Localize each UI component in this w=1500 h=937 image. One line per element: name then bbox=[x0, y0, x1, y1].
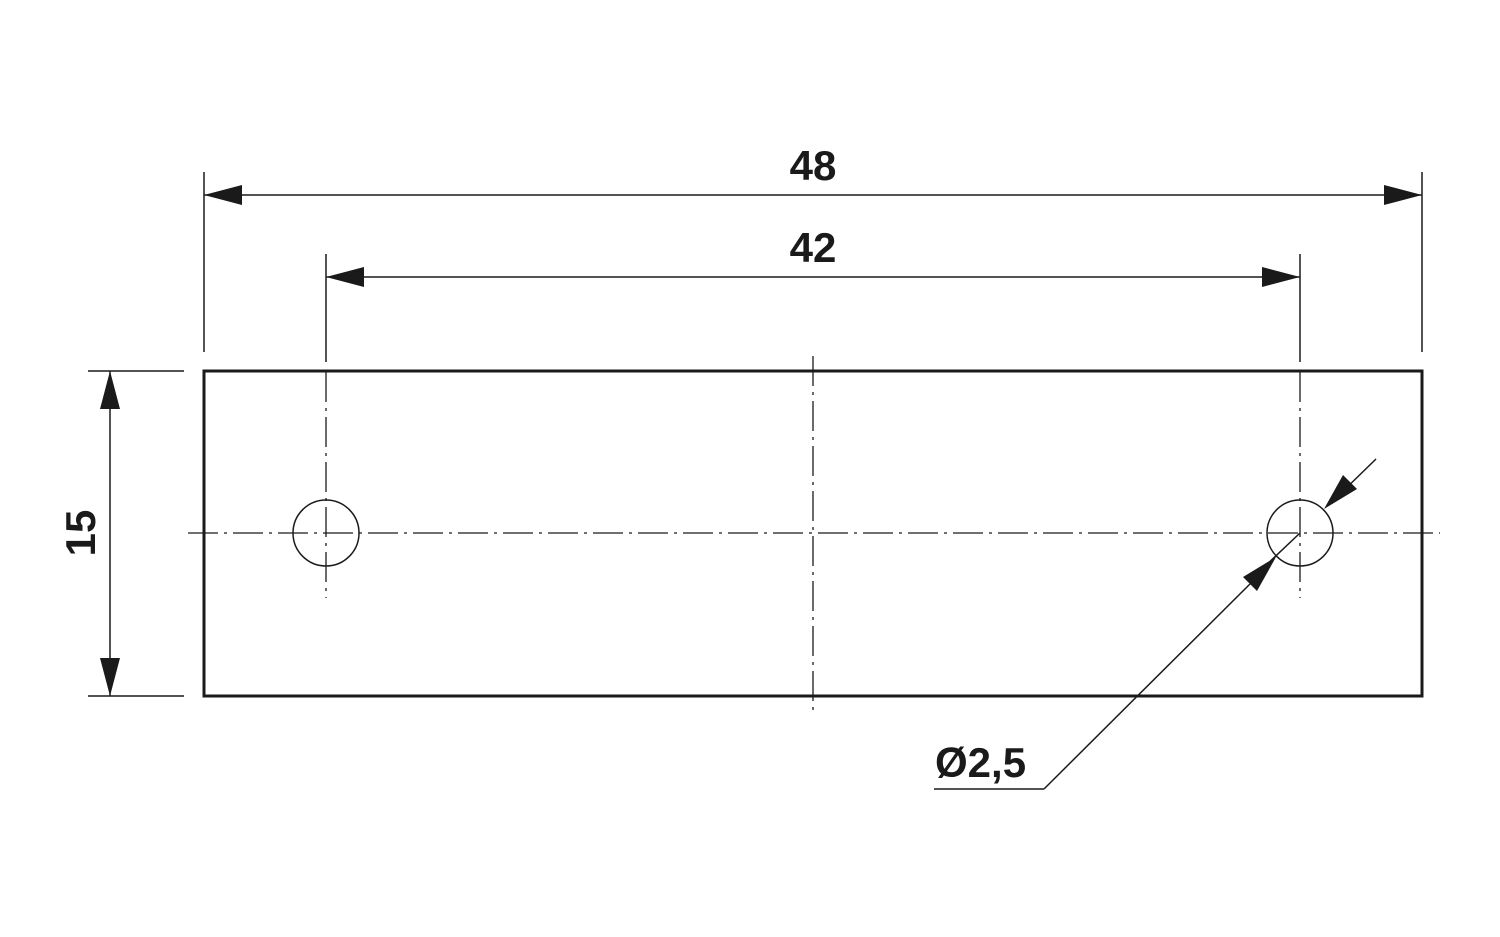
arrowhead-diameter-outer bbox=[1324, 475, 1357, 509]
arrowhead-42-left bbox=[326, 267, 364, 287]
diameter-leader-diagonal bbox=[1043, 581, 1253, 790]
arrowhead-48-left bbox=[204, 185, 242, 205]
diameter-label: Ø2,5 bbox=[935, 739, 1026, 786]
arrowhead-48-right bbox=[1384, 185, 1422, 205]
arrowhead-15-top bbox=[100, 371, 120, 409]
arrowhead-15-bottom bbox=[100, 658, 120, 696]
arrowhead-42-right bbox=[1262, 267, 1300, 287]
dimension-label-15: 15 bbox=[57, 510, 104, 557]
dimension-label-48: 48 bbox=[790, 142, 837, 189]
dimension-label-42: 42 bbox=[790, 224, 837, 271]
